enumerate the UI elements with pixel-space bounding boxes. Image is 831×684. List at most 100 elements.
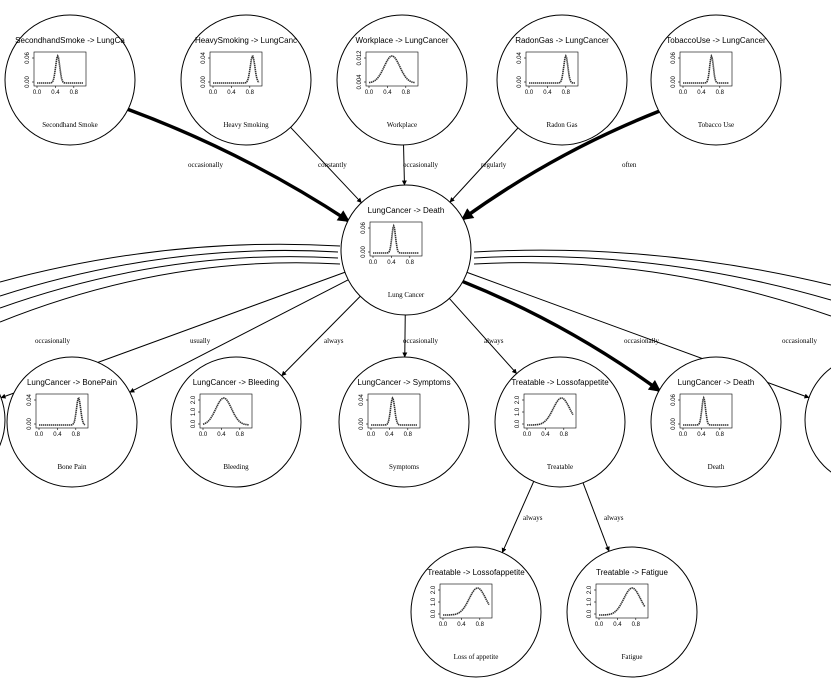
edge-label: usually: [190, 337, 211, 345]
x-tick-label: 0.0: [439, 622, 448, 628]
edge-lungcancer-to-treatable: [448, 298, 518, 374]
x-tick-label: 0.8: [562, 90, 571, 96]
fan-edge: [0, 249, 339, 297]
edge-label: always: [604, 514, 624, 522]
x-tick-label: 0.8: [476, 622, 485, 628]
plot-frame: [439, 583, 493, 619]
y-tick-label: 0.06: [25, 52, 31, 64]
x-tick-label: 0.0: [365, 90, 374, 96]
y-tick-label: 1.0: [515, 407, 521, 416]
node-label: Bleeding: [223, 463, 249, 471]
node-title: RadonGas -> LungCancer: [515, 36, 609, 45]
x-tick-label: 0.0: [199, 432, 208, 438]
edge-workplace-to-lungcancer: [401, 144, 407, 186]
node-circle: [6, 356, 138, 488]
fan-edge: [0, 262, 341, 323]
density-curve: [202, 397, 250, 426]
y-tick-label: 1.0: [191, 407, 197, 416]
node-label: Radon Gas: [547, 121, 578, 129]
edge-lungcancer-to-death: [462, 279, 662, 392]
node-title: SecondhandSmoke -> LungCa: [15, 36, 125, 45]
x-tick-label: 0.8: [632, 622, 641, 628]
plot-frame: [525, 51, 579, 87]
x-tick-label: 0.4: [613, 622, 622, 628]
edge-secondhand-to-lungcancer: [127, 107, 351, 223]
edge-label: occasionally: [624, 337, 659, 345]
nodes-layer: SecondhandSmoke -> LungCa 0.00 0.06 0.0 0.4 0…: [4, 14, 782, 678]
density-curve: [373, 223, 419, 254]
x-tick-label: 0.0: [367, 432, 376, 438]
plot-frame: [369, 221, 423, 257]
plot-frame: [199, 393, 253, 429]
x-tick-label: 0.8: [560, 432, 569, 438]
edge-label: occasionally: [188, 161, 223, 169]
x-tick-label: 0.8: [716, 432, 725, 438]
node-title: HeavySmoking -> LungCanc: [195, 36, 297, 45]
node-circle: [336, 14, 468, 146]
x-tick-label: 0.4: [541, 432, 550, 438]
offscreen-node-right: [804, 367, 831, 473]
node-circle: [650, 356, 782, 488]
node-label: Secondhand Smoke: [42, 121, 97, 129]
edge-heavy-to-lungcancer: [290, 126, 362, 204]
density-curve: [443, 587, 490, 616]
x-tick-label: 0.0: [595, 622, 604, 628]
node-label: Heavy Smoking: [223, 121, 269, 129]
x-tick-label: 0.4: [217, 432, 226, 438]
x-tick-label: 0.8: [72, 432, 81, 438]
node-label: Workplace: [387, 121, 417, 129]
plot-frame: [365, 51, 419, 87]
node-title: LungCancer -> BonePain: [27, 378, 117, 387]
edge-label: regularly: [481, 161, 507, 169]
node-label: Lung Cancer: [388, 291, 425, 299]
edge-treatable-to-lossofappetite: [501, 481, 535, 554]
y-tick-label: 0.00: [671, 418, 677, 430]
density-curve: [683, 395, 729, 426]
y-tick-label: 0.06: [671, 52, 677, 64]
density-curve: [599, 587, 646, 616]
x-tick-label: 0.8: [406, 260, 415, 266]
node-title: Treatable -> Lossofappetite: [511, 378, 609, 387]
x-tick-label: 0.4: [697, 432, 706, 438]
node-title: LungCancer -> Death: [678, 378, 755, 387]
x-tick-label: 0.0: [35, 432, 44, 438]
node-circle: [170, 356, 302, 488]
x-tick-label: 0.0: [209, 90, 218, 96]
node-title: Treatable -> Fatigue: [596, 568, 669, 577]
y-tick-label: 2.0: [191, 395, 197, 404]
edge-label: constantly: [318, 161, 347, 169]
node-label: Bone Pain: [58, 463, 87, 471]
node-circle: [180, 14, 312, 146]
y-tick-label: 1.0: [587, 597, 593, 606]
x-tick-label: 0.4: [385, 432, 394, 438]
density-curve: [213, 55, 260, 84]
x-tick-label: 0.4: [457, 622, 466, 628]
node-label: Death: [708, 463, 725, 471]
x-tick-label: 0.0: [525, 90, 534, 96]
y-tick-label: 0.00: [359, 418, 365, 430]
y-tick-label: 0.04: [517, 52, 523, 64]
y-tick-label: 0.0: [191, 419, 197, 428]
density-curve: [371, 396, 417, 426]
offscreen-node-left: [0, 393, 6, 447]
edge-label: occasionally: [403, 161, 438, 169]
density-curve: [368, 55, 416, 84]
fan-edge: [0, 243, 341, 283]
plot-frame: [523, 393, 577, 429]
density-curve: [527, 397, 574, 426]
node-circle: [494, 356, 626, 488]
y-tick-label: 0.012: [357, 50, 363, 66]
x-tick-label: 0.4: [387, 260, 396, 266]
node-circle: [4, 14, 136, 146]
y-tick-label: 0.00: [671, 76, 677, 88]
x-tick-label: 0.8: [246, 90, 255, 96]
